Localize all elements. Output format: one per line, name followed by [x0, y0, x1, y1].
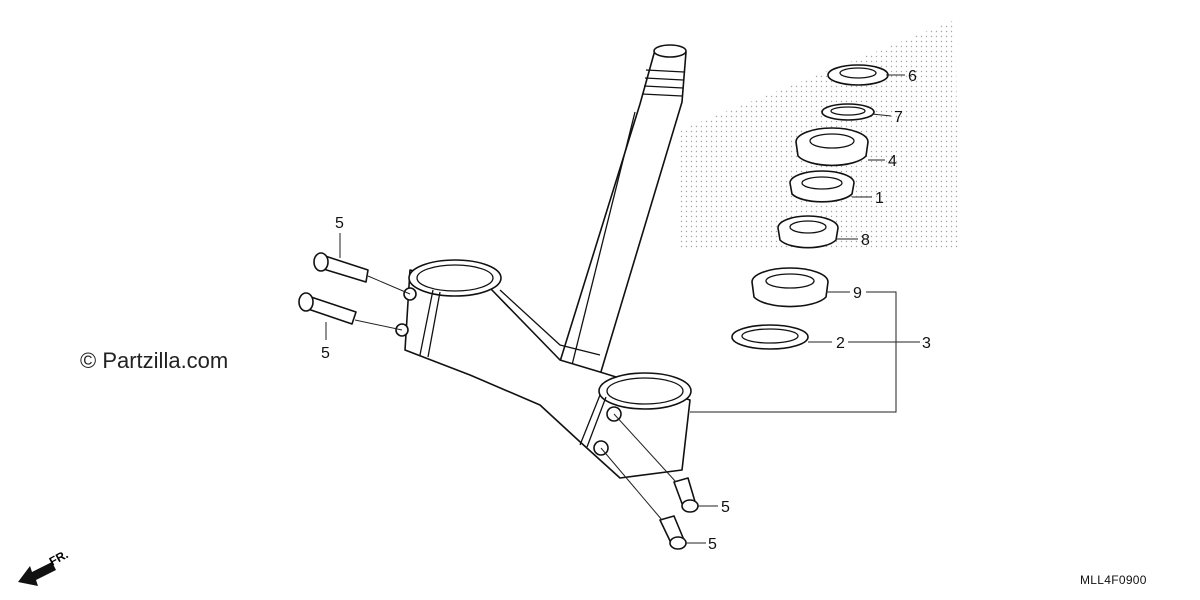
callout-5-bolt-b: 5 [708, 536, 717, 553]
steering-stem [557, 44, 687, 376]
copyright-text: © Partzilla.com [80, 348, 229, 373]
front-arrow-icon: FR. [18, 547, 70, 586]
bolt-5-b [659, 515, 687, 550]
bearing-8 [777, 215, 839, 249]
callout-3: 3 [922, 335, 931, 352]
bolt-5-left [298, 292, 357, 325]
nut-6 [827, 64, 889, 86]
leader-lines [325, 74, 920, 544]
lower-triple-clamp [395, 259, 692, 479]
callout-4: 4 [888, 153, 897, 170]
callout-5-bolt-a: 5 [721, 499, 730, 516]
bearing-9 [751, 267, 829, 308]
callout-7: 7 [894, 109, 903, 126]
callout-1: 1 [875, 190, 884, 207]
callout-5-left: 5 [321, 345, 330, 362]
bolt-5-a [673, 477, 699, 513]
dust-seal-1 [789, 170, 855, 203]
callout-8: 8 [861, 232, 870, 249]
callout-9: 9 [853, 285, 862, 302]
bolt-5-top [313, 252, 369, 283]
callout-5-top: 5 [335, 215, 344, 232]
adjuster-nut-4 [795, 127, 869, 167]
washer-7 [821, 103, 875, 121]
diagram-code: MLL4F0900 [1080, 573, 1147, 587]
callout-6: 6 [908, 68, 917, 85]
seal-2 [731, 324, 809, 350]
callout-labels: 6 7 4 1 8 9 2 3 5 5 5 5 [321, 68, 931, 553]
callout-2: 2 [836, 335, 845, 352]
